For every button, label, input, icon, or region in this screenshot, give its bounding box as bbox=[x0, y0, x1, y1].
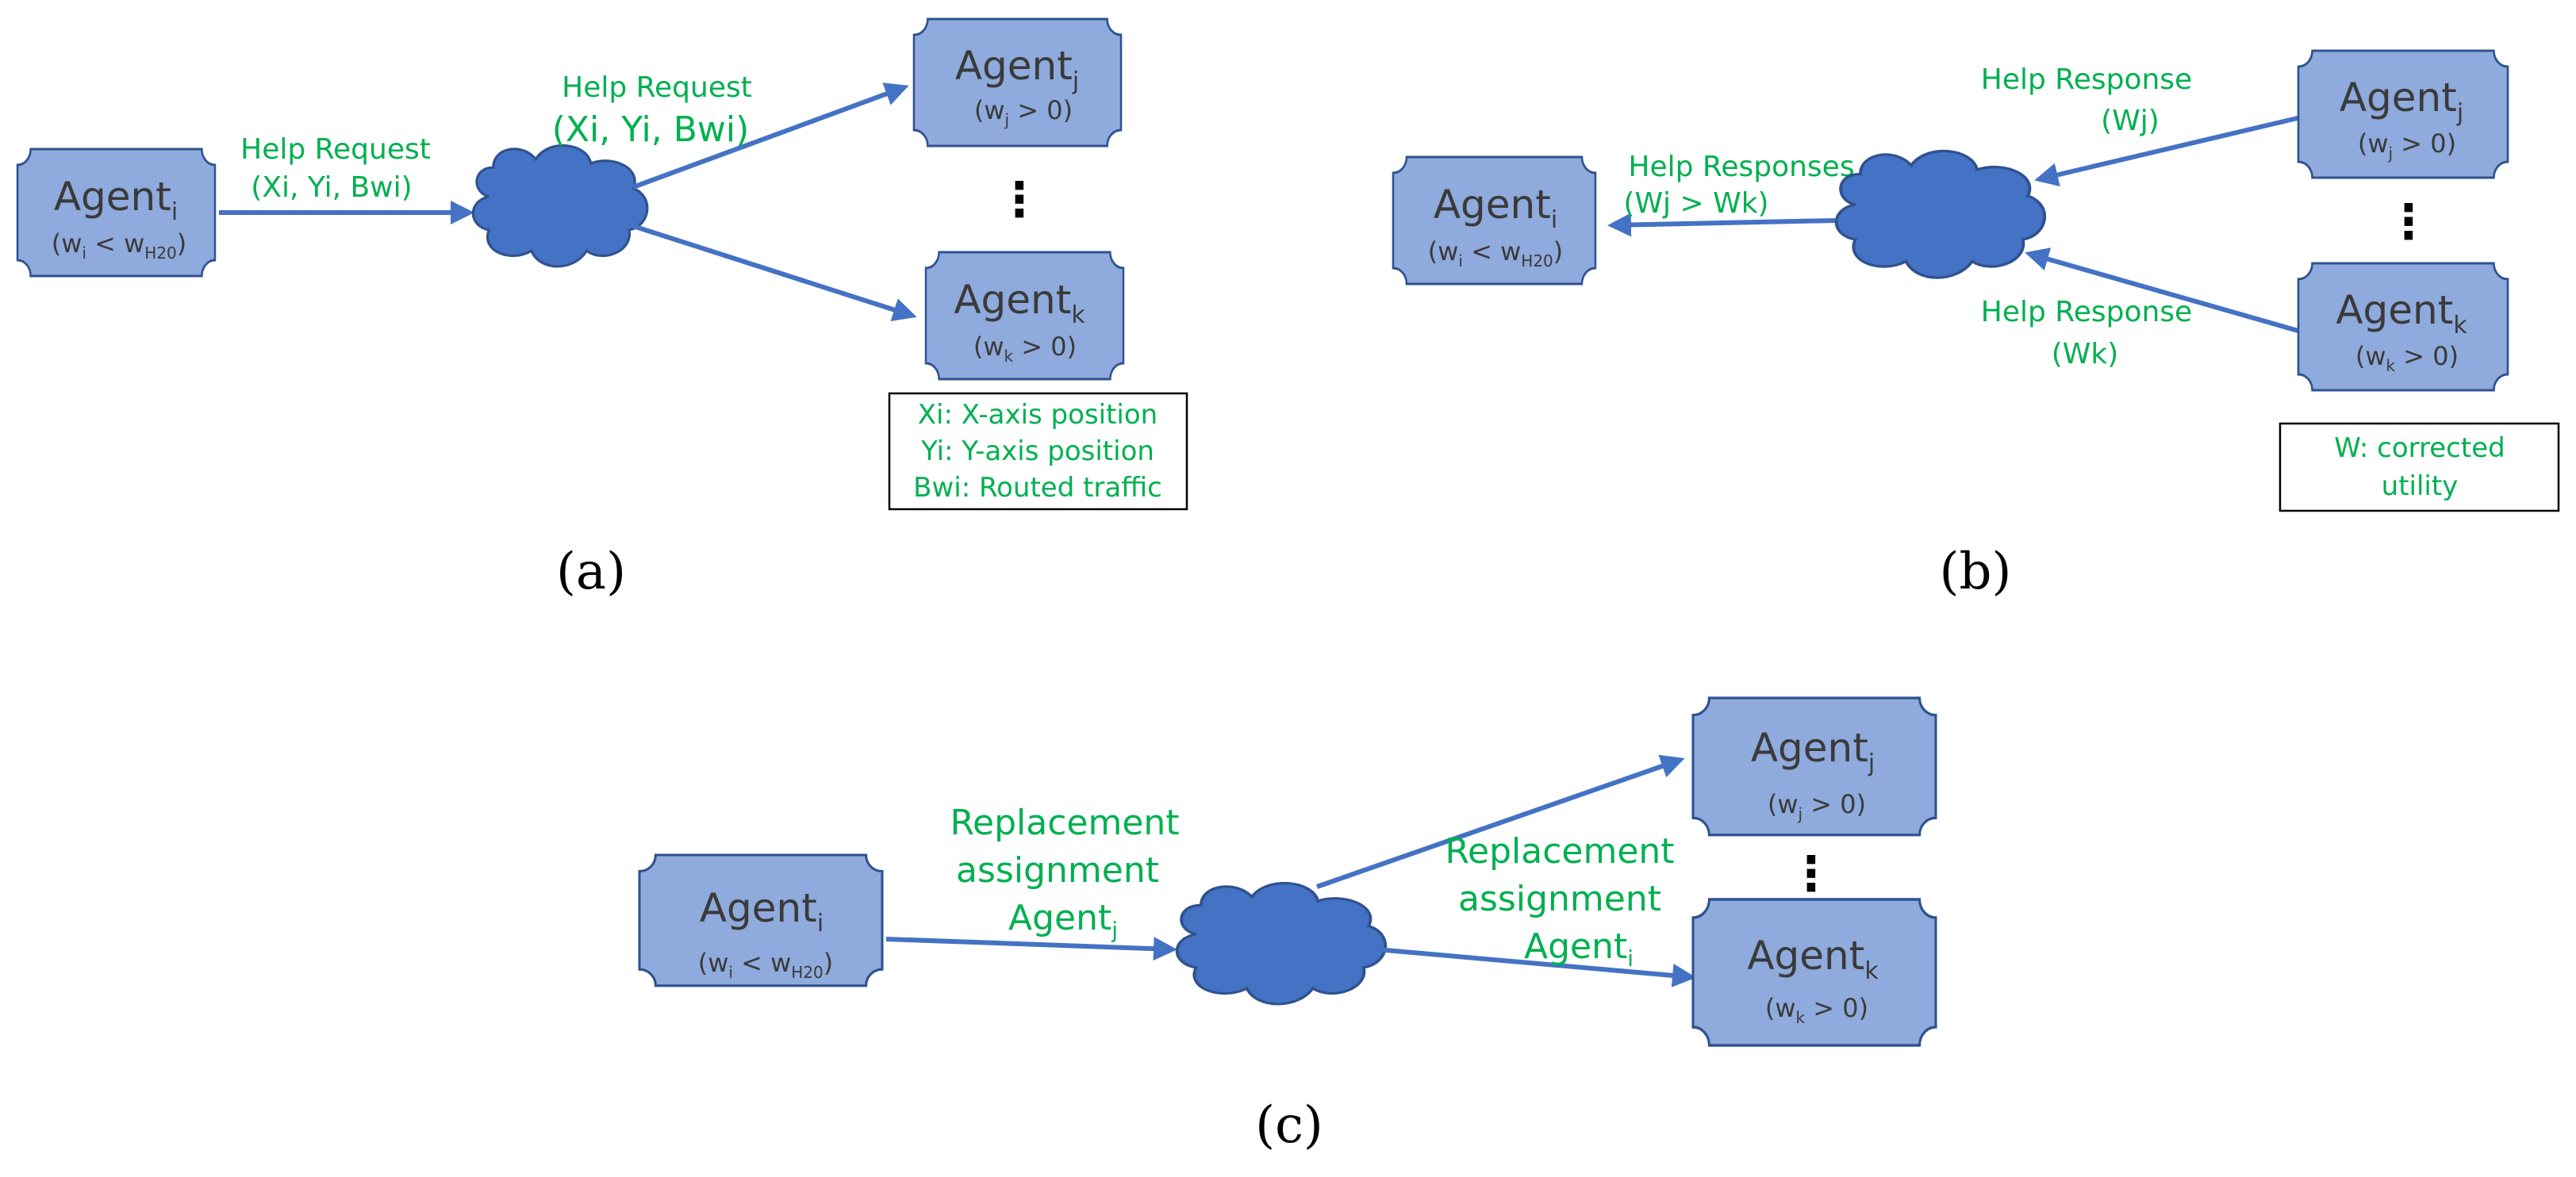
help-responses-params: (Wj > Wk) bbox=[1623, 187, 1768, 220]
replacement-right-line-3: Agenti bbox=[1524, 926, 1634, 972]
agent-i-condition-c: (wi < wH20) bbox=[698, 948, 834, 982]
replacement-left-line-1: Replacement bbox=[950, 803, 1179, 843]
help-response-j-params: (Wj) bbox=[2101, 105, 2159, 137]
help-responses-label: Help Responses bbox=[1628, 151, 1854, 183]
arrow-cloud-to-agent-k bbox=[632, 224, 917, 321]
network-cloud-b bbox=[1834, 149, 2047, 280]
help-request-params-1: (Xi, Yi, Bwi) bbox=[251, 171, 412, 204]
agent-j-condition-b: (wj > 0) bbox=[2358, 128, 2456, 163]
agent-k-condition-b: (wk > 0) bbox=[2355, 341, 2459, 375]
replacement-left-line-2: assignment bbox=[956, 850, 1159, 891]
network-cloud-c bbox=[1175, 881, 1388, 1006]
legend-a bbox=[888, 392, 1188, 511]
help-request-params-2: (Xi, Yi, Bwi) bbox=[552, 109, 750, 150]
arrow-agent-j-to-cloud-b bbox=[2034, 115, 2302, 187]
panel-c-label: (c) bbox=[1255, 1096, 1323, 1155]
panel-b-label: (b) bbox=[1940, 542, 2012, 601]
help-response-k-label: Help Response bbox=[1981, 296, 2192, 328]
agent-j-label: Agentj bbox=[955, 43, 1079, 95]
legend-b-line-2: utility bbox=[2382, 470, 2459, 502]
agent-i-label-b: Agenti bbox=[1434, 182, 1557, 234]
legend-b-line-1: W: corrected bbox=[2334, 432, 2505, 464]
help-request-label-1: Help Request bbox=[240, 133, 431, 166]
agent-k-condition: (wk > 0) bbox=[973, 332, 1077, 366]
legend-a-line-3: Bwi: Routed traffic bbox=[913, 472, 1162, 504]
ellipsis-c: ⋮ bbox=[1787, 846, 1835, 902]
legend-a-line-1: Xi: X-axis position bbox=[918, 399, 1157, 431]
replacement-left-line-3: Agentj bbox=[1008, 898, 1118, 943]
panel-a: Agenti (wi < wH20) Help Request (Xi, Yi,… bbox=[16, 17, 1188, 601]
panel-c: Agenti (wi < wH20) Replacement assignmen… bbox=[638, 696, 1937, 1155]
replacement-right-line-1: Replacement bbox=[1445, 831, 1674, 872]
arrow-cloud-to-agent-i-b bbox=[1607, 213, 1836, 237]
agent-i-condition-b: (wi < wH20) bbox=[1428, 236, 1564, 270]
panel-b: Agenti (wi < wH20) Help Responses (Wj > … bbox=[1392, 49, 2560, 601]
agent-k-label: Agentk bbox=[954, 277, 1085, 329]
agent-i-label-c: Agenti bbox=[700, 885, 823, 937]
arrow-cloud-to-agent-j-c bbox=[1316, 754, 1685, 889]
ellipsis-a: ⋮ bbox=[996, 172, 1043, 228]
legend-b bbox=[2278, 422, 2560, 512]
panel-a-label: (a) bbox=[556, 542, 626, 601]
arrow-agent-k-to-cloud-b bbox=[2025, 247, 2302, 334]
agent-j-condition: (wj > 0) bbox=[974, 95, 1073, 129]
agent-k-label-b: Agentk bbox=[2336, 287, 2467, 339]
replacement-right-line-2: assignment bbox=[1458, 879, 1661, 919]
agent-k-condition-c: (wk > 0) bbox=[1765, 993, 1868, 1027]
help-response-j-label: Help Response bbox=[1981, 63, 2192, 96]
agent-i-label: Agenti bbox=[54, 174, 178, 226]
arrow-cloud-to-agent-j bbox=[632, 82, 909, 190]
agent-k-label-c: Agentk bbox=[1747, 933, 1879, 985]
help-request-label-2: Help Request bbox=[562, 71, 752, 104]
agent-j-label-b: Agentj bbox=[2340, 75, 2463, 127]
ellipsis-b: ⋮ bbox=[2385, 194, 2432, 250]
arrow-agent-i-to-cloud-c bbox=[885, 937, 1177, 961]
network-cloud-a bbox=[471, 144, 649, 268]
agent-j-condition-c: (wj > 0) bbox=[1768, 789, 1866, 823]
agent-j-label-c: Agentj bbox=[1751, 725, 1875, 777]
help-response-k-params: (Wk) bbox=[2052, 338, 2119, 370]
legend-a-line-2: Yi: Y-axis position bbox=[920, 435, 1154, 467]
arrow-cloud-to-agent-k-c bbox=[1376, 947, 1696, 987]
